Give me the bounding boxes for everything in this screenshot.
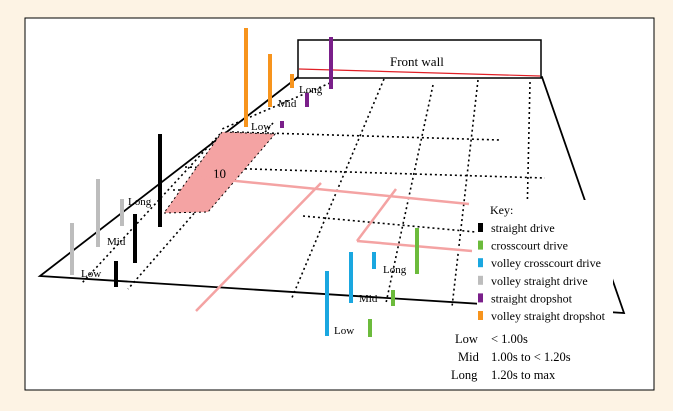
legend-swatch (478, 275, 483, 285)
legend-item-label: straight dropshot (491, 291, 573, 305)
bar-left-low-black (114, 261, 118, 287)
bar-right-mid-green (391, 290, 395, 306)
front-wall-label: Front wall (390, 54, 444, 69)
legend: Key: straight drive crosscourt drive volle… (477, 200, 613, 326)
legend-box (477, 200, 613, 326)
right-long-label: Long (383, 264, 407, 276)
bar-right-mid-blue (349, 252, 353, 303)
left-front-long-label: Long (299, 84, 323, 96)
right-bars: Low Mid Long (325, 228, 419, 337)
left-front-mid-label: Mid (278, 98, 297, 110)
threshold-low-range: < 1.00s (491, 332, 528, 346)
legend-item-label: crosscourt drive (491, 239, 568, 253)
left-back-mid-label: Mid (107, 236, 126, 248)
bar-front-mid-orange (268, 54, 272, 107)
left-back-long-label: Long (128, 196, 152, 208)
zone-number: 10 (213, 166, 226, 181)
threshold-mid-name: Mid (458, 350, 480, 364)
legend-title: Key: (490, 203, 513, 217)
bar-front-low-orange (244, 28, 248, 127)
legend-swatch (478, 223, 483, 232)
threshold-low-name: Low (455, 332, 478, 346)
left-front-low-label: Low (251, 121, 271, 133)
right-low-label: Low (334, 325, 354, 337)
legend-item-label: volley straight dropshot (491, 309, 606, 323)
bar-right-low-green (368, 319, 372, 337)
legend-swatch (478, 311, 483, 320)
bar-right-low-blue (325, 271, 329, 336)
floor-lines (195, 175, 473, 312)
threshold-mid-range: 1.00s to < 1.20s (491, 350, 571, 364)
threshold-long-name: Long (451, 368, 478, 382)
front-wall: Front wall (297, 39, 542, 79)
left-front-bars: Low Mid Long (244, 28, 333, 133)
legend-items: straight drive crosscourt drive volley cro… (478, 221, 606, 323)
left-back-low-label: Low (81, 268, 101, 280)
highlight-zone-10 (163, 131, 277, 214)
right-mid-label: Mid (359, 293, 378, 305)
bar-left-mid-black (133, 214, 137, 263)
bar-left-low-grey (70, 223, 74, 275)
bar-left-long-black (158, 134, 162, 227)
bar-front-long-purple (329, 37, 333, 89)
legend-swatch (478, 240, 483, 250)
legend-swatch (478, 258, 483, 268)
left-back-bars: Low Mid Long (70, 134, 162, 287)
legend-item-label: volley crosscourt drive (491, 256, 601, 270)
bar-front-low-purple (280, 121, 284, 128)
thresholds: Low < 1.00s Mid 1.00s to < 1.20s Long 1.… (451, 332, 571, 382)
threshold-long-range: 1.20s to max (491, 368, 556, 382)
bar-left-long-grey (120, 199, 124, 226)
legend-item-label: straight drive (491, 221, 555, 235)
front-wall-tin-line (298, 68, 541, 77)
legend-swatch (478, 293, 483, 303)
bar-front-long-orange (290, 74, 294, 88)
bar-right-long-green (415, 228, 419, 274)
bar-left-mid-grey (96, 179, 100, 247)
bar-right-long-blue (372, 252, 376, 269)
legend-item-label: volley straight drive (491, 274, 588, 288)
bar-front-mid-purple (305, 93, 309, 107)
